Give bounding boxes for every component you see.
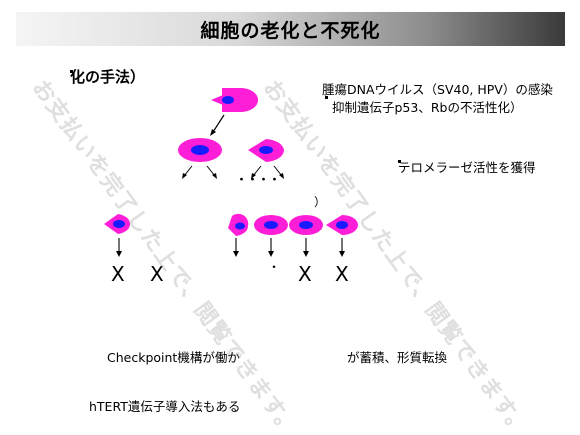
cell-mid-right <box>248 139 285 162</box>
checkpoint-text-right: が蓄積、形質転換 <box>347 350 448 365</box>
bracket-mark: ） <box>314 195 327 209</box>
cell-bottom-3 <box>254 215 288 235</box>
x-mark-1: X <box>111 262 125 286</box>
telomerase-marker <box>398 160 401 163</box>
x-mark-4: X <box>335 262 349 286</box>
heading-marker <box>70 70 73 73</box>
virus-marker <box>325 96 328 99</box>
page-title: 細胞の老化と不死化 <box>200 20 381 42</box>
checkpoint-text-left: Checkpoint機構が働か <box>107 350 240 365</box>
tumor-suppressor-text: 抑制遺伝子p53、Rbの不活性化） <box>332 100 523 115</box>
cell-bottom-5 <box>326 215 358 235</box>
cell-bottom-1 <box>104 214 131 234</box>
arrow-top-left <box>212 114 225 133</box>
cell-mid-left <box>178 138 222 162</box>
down-arrows <box>118 238 343 252</box>
telomerase-text: テロメラーゼ活性を獲得 <box>398 160 536 175</box>
cell-bottom-4 <box>289 215 323 235</box>
htert-text: hTERT遺伝子導入法もある <box>89 399 241 414</box>
branch-arrows <box>183 165 283 177</box>
method-heading: 化の手法） <box>70 68 146 86</box>
cell-bottom-2 <box>228 213 249 236</box>
virus-infection-text: 腫瘍DNAウイルス（SV40, HPV）の感染 <box>322 82 553 97</box>
x-mark-2: X <box>150 262 164 286</box>
title-bar: 細胞の老化と不死化 <box>16 12 565 46</box>
small-dot-mark: ・ <box>268 260 281 274</box>
x-mark-3: X <box>298 262 312 286</box>
cell-top <box>211 88 258 112</box>
